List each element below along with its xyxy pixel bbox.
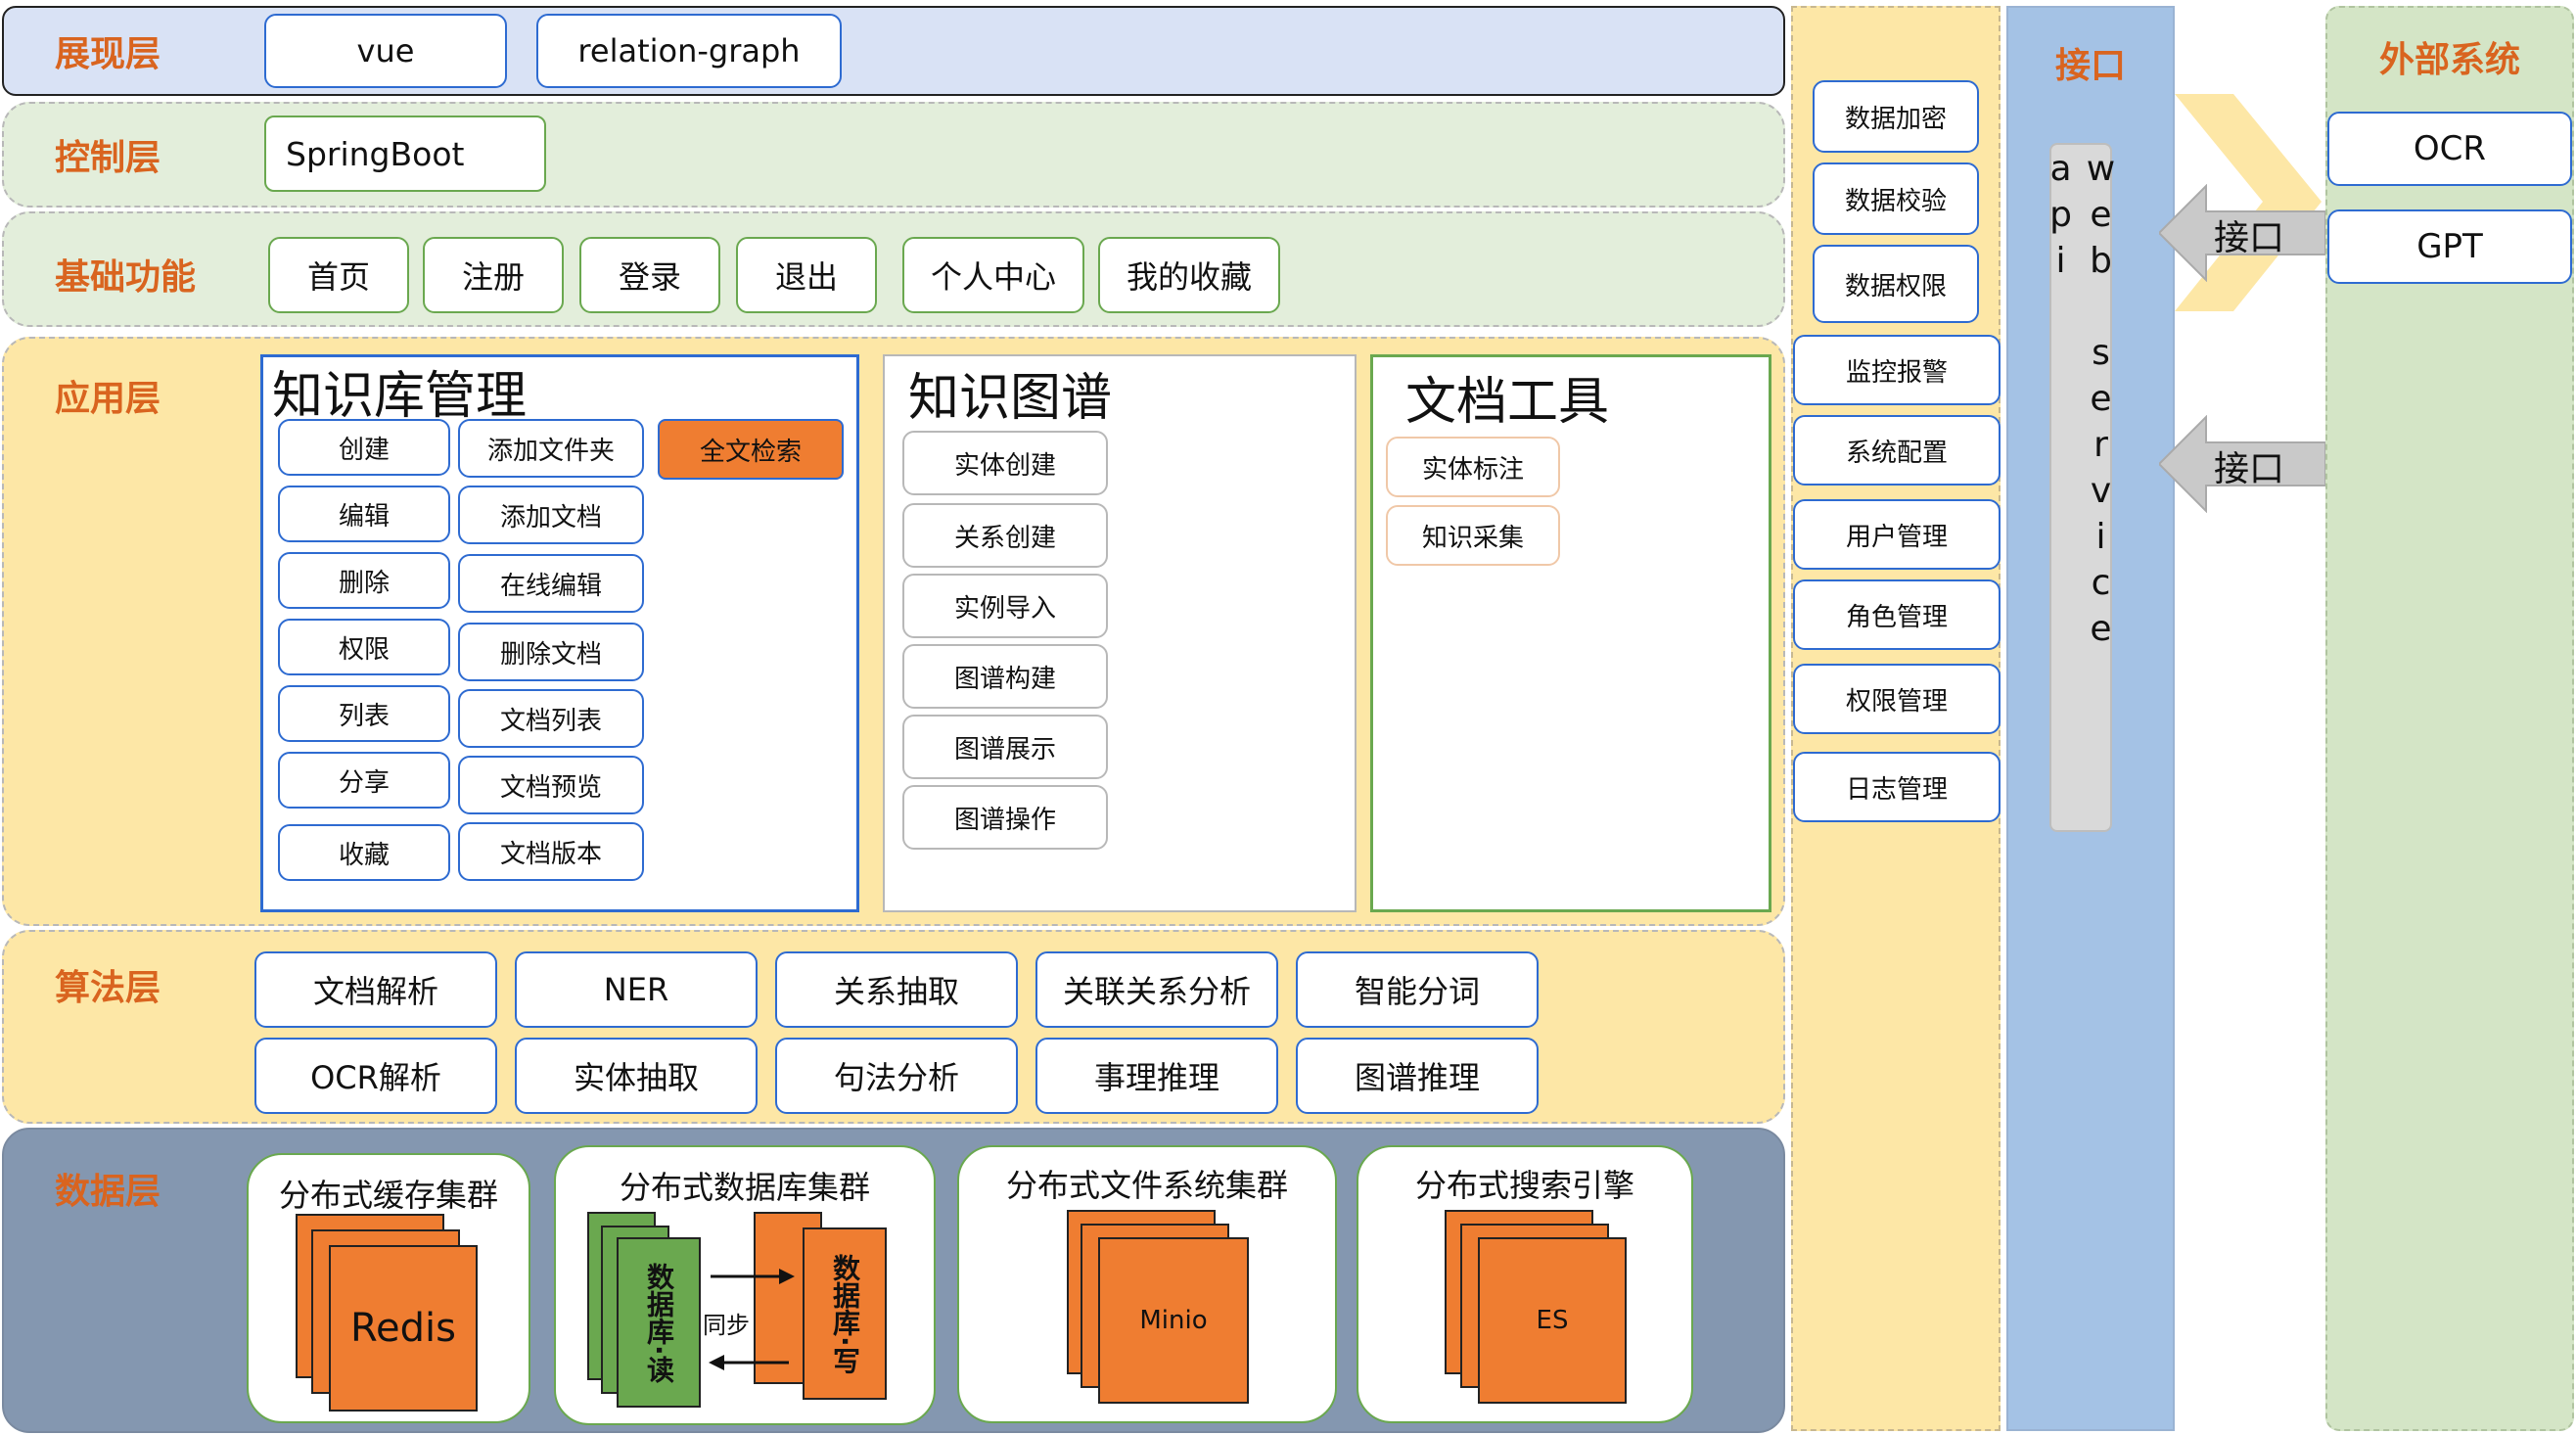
es-label: ES xyxy=(1536,1306,1569,1335)
db-read-label: 数据库·读 xyxy=(643,1262,675,1383)
kb-share: 分享 xyxy=(278,752,450,809)
db-write-label: 数据库·写 xyxy=(829,1253,861,1374)
kb-delete-doc: 删除文档 xyxy=(458,623,644,681)
kb-online-edit: 在线编辑 xyxy=(458,554,644,613)
side-data-validate: 数据校验 xyxy=(1813,162,1979,235)
algo-ner: NER xyxy=(515,951,758,1028)
kg-entity-create: 实体创建 xyxy=(902,431,1108,495)
db-sync-label: 同步 xyxy=(703,1312,750,1339)
kb-add-folder: 添加文件夹 xyxy=(458,419,644,478)
side-user-mgmt: 用户管理 xyxy=(1793,499,2001,570)
kg-graph-operate: 图谱操作 xyxy=(902,785,1108,850)
control-layer-title: 控制层 xyxy=(55,138,161,178)
basic-personal-center: 个人中心 xyxy=(902,237,1084,313)
basic-favorites: 我的收藏 xyxy=(1098,237,1280,313)
minio-label: Minio xyxy=(1139,1306,1208,1335)
kb-doc-version: 文档版本 xyxy=(458,822,644,881)
external-gpt: GPT xyxy=(2327,209,2572,284)
springboot-box: SpringBoot xyxy=(264,116,546,192)
interface-title: 接口 xyxy=(2054,46,2126,86)
side-log-mgmt: 日志管理 xyxy=(1793,752,2001,822)
kb-create: 创建 xyxy=(278,419,450,476)
side-monitor-alert: 监控报警 xyxy=(1793,335,2001,405)
basic-layer-title: 基础功能 xyxy=(55,257,197,298)
interface-arrow-2: 接口 xyxy=(2159,415,2325,513)
basic-home: 首页 xyxy=(268,237,409,313)
kg-panel-title: 知识图谱 xyxy=(908,369,1113,428)
arrow-left-icon xyxy=(2159,415,2325,513)
kb-list: 列表 xyxy=(278,685,450,742)
side-data-encrypt: 数据加密 xyxy=(1813,80,1979,153)
kg-graph-build: 图谱构建 xyxy=(902,644,1108,709)
basic-login: 登录 xyxy=(579,237,720,313)
arrow-left-icon xyxy=(2159,184,2325,282)
interface-arrow-1-label: 接口 xyxy=(2214,218,2285,258)
redis-stack-front: Redis xyxy=(329,1245,478,1412)
doc-entity-annotate: 实体标注 xyxy=(1386,437,1560,497)
db-sync-arrows xyxy=(709,1269,795,1370)
kb-add-doc: 添加文档 xyxy=(458,486,644,544)
kb-edit: 编辑 xyxy=(278,486,450,542)
kb-panel-title: 知识库管理 xyxy=(272,367,528,426)
algo-syntax-analysis: 句法分析 xyxy=(775,1038,1018,1114)
presentation-layer-title: 展现层 xyxy=(55,34,161,74)
basic-logout: 退出 xyxy=(736,237,877,313)
web-service-api-bar: web service api xyxy=(2041,143,2121,832)
algorithm-layer-title: 算法层 xyxy=(55,968,161,1008)
db-cluster-title: 分布式数据库集群 xyxy=(619,1169,870,1206)
side-perm-mgmt: 权限管理 xyxy=(1793,664,2001,734)
interface-background-arrow xyxy=(2175,94,2322,311)
external-ocr: OCR xyxy=(2327,112,2572,186)
side-sys-config: 系统配置 xyxy=(1793,415,2001,486)
db-read-stack-front: 数据库·读 xyxy=(617,1237,701,1408)
data-layer-title: 数据层 xyxy=(55,1172,161,1212)
algo-relation-extract: 关系抽取 xyxy=(775,951,1018,1028)
cache-cluster-title: 分布式缓存集群 xyxy=(278,1177,498,1214)
kb-delete: 删除 xyxy=(278,552,450,609)
doc-knowledge-collect: 知识采集 xyxy=(1386,505,1560,566)
interface-arrow-2-label: 接口 xyxy=(2214,449,2285,489)
kg-relation-create: 关系创建 xyxy=(902,503,1108,568)
algo-assoc-analysis: 关联关系分析 xyxy=(1035,951,1278,1028)
kb-doc-list: 文档列表 xyxy=(458,689,644,748)
web-service-api-label: web service api xyxy=(2041,149,2121,655)
doc-panel-title: 文档工具 xyxy=(1405,373,1610,432)
db-write-stack-front: 数据库·写 xyxy=(803,1227,887,1400)
kb-fulltext-search: 全文检索 xyxy=(658,419,844,480)
fs-cluster-title: 分布式文件系统集群 xyxy=(1005,1167,1288,1204)
algo-entity-extract: 实体抽取 xyxy=(515,1038,758,1114)
relation-graph-box: relation-graph xyxy=(536,14,842,88)
vue-box: vue xyxy=(264,14,507,88)
kb-doc-preview: 文档预览 xyxy=(458,756,644,814)
kb-collect: 收藏 xyxy=(278,824,450,881)
algo-ocr-parse: OCR解析 xyxy=(254,1038,497,1114)
external-title: 外部系统 xyxy=(2378,40,2520,80)
algo-graph-reasoning: 图谱推理 xyxy=(1296,1038,1539,1114)
kb-permission: 权限 xyxy=(278,619,450,675)
basic-register: 注册 xyxy=(423,237,564,313)
side-data-permission: 数据权限 xyxy=(1813,245,1979,323)
redis-label: Redis xyxy=(350,1306,456,1351)
kg-graph-display: 图谱展示 xyxy=(902,715,1108,779)
es-stack-front: ES xyxy=(1478,1237,1627,1404)
algo-segmentation: 智能分词 xyxy=(1296,951,1539,1028)
side-role-mgmt: 角色管理 xyxy=(1793,579,2001,650)
kg-instance-import: 实例导入 xyxy=(902,574,1108,638)
application-layer-title: 应用层 xyxy=(55,379,161,419)
minio-stack-front: Minio xyxy=(1098,1237,1249,1404)
search-cluster-title: 分布式搜索引擎 xyxy=(1414,1167,1634,1204)
algo-event-reasoning: 事理推理 xyxy=(1035,1038,1278,1114)
interface-arrow-1: 接口 xyxy=(2159,184,2325,282)
algo-doc-parse: 文档解析 xyxy=(254,951,497,1028)
